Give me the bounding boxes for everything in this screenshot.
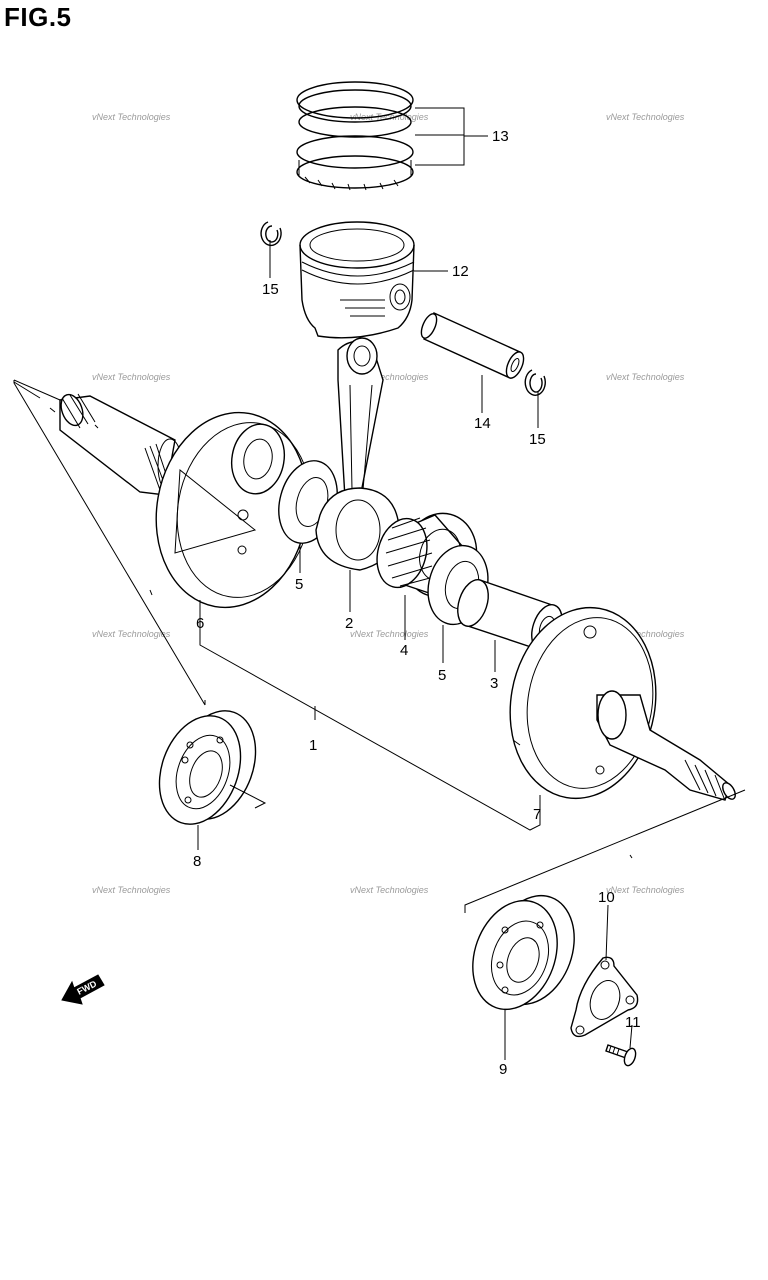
watermark: vNext Technologies — [350, 372, 429, 382]
callout-3: 3 — [490, 675, 498, 692]
watermark: vNext Technologies — [350, 112, 429, 122]
watermark: vNext Technologies — [606, 112, 685, 122]
callout-11: 11 — [625, 1014, 641, 1031]
watermarks: vNext Technologies vNext Technologies vN… — [92, 112, 685, 895]
watermark: vNext Technologies — [350, 885, 429, 895]
callout-6: 6 — [196, 615, 204, 632]
circlip-right — [524, 369, 546, 396]
piston-pin — [420, 312, 525, 379]
callout-7: 7 — [533, 806, 541, 823]
callout-2: 2 — [345, 615, 353, 632]
callout-15: 15 — [529, 431, 546, 448]
piston — [299, 221, 415, 339]
crankshaft-right-shaft — [596, 690, 736, 801]
screw — [605, 1044, 637, 1067]
callout-13: 13 — [492, 128, 509, 145]
crank-web-right — [509, 606, 657, 800]
watermark: vNext Technologies — [92, 112, 171, 122]
callout-9: 9 — [499, 1061, 507, 1078]
leader-lines — [197, 107, 633, 1060]
callout-12: 12 — [452, 263, 469, 280]
callout-8: 8 — [193, 853, 201, 870]
watermark: vNext Technologies — [606, 372, 685, 382]
circlip-left — [260, 221, 282, 247]
bearing-right — [472, 894, 575, 1011]
connecting-rod — [315, 337, 399, 571]
watermark: vNext Technologies — [92, 372, 171, 382]
callout-labels: 13 12 15 14 15 5 2 6 4 5 3 1 7 8 10 11 9 — [193, 128, 641, 1078]
figure-title: FIG.5 — [4, 2, 72, 32]
fwd-arrow-icon: FWD — [61, 974, 105, 1005]
piston-rings — [296, 81, 414, 191]
bearing-left — [158, 710, 257, 825]
watermark: vNext Technologies — [350, 629, 429, 639]
callout-1: 1 — [309, 737, 317, 754]
watermark: vNext Technologies — [92, 885, 171, 895]
watermark: vNext Technologies — [606, 885, 685, 895]
assembly-lines — [13, 379, 746, 913]
retainer-plate — [570, 956, 639, 1038]
callout-5: 5 — [438, 667, 446, 684]
callout-10: 10 — [598, 889, 615, 906]
callout-15: 15 — [262, 281, 279, 298]
watermark: vNext Technologies — [92, 629, 171, 639]
callout-14: 14 — [474, 415, 491, 432]
callout-5: 5 — [295, 576, 303, 593]
callout-4: 4 — [400, 642, 408, 659]
watermark: vNext Technologies — [606, 629, 685, 639]
